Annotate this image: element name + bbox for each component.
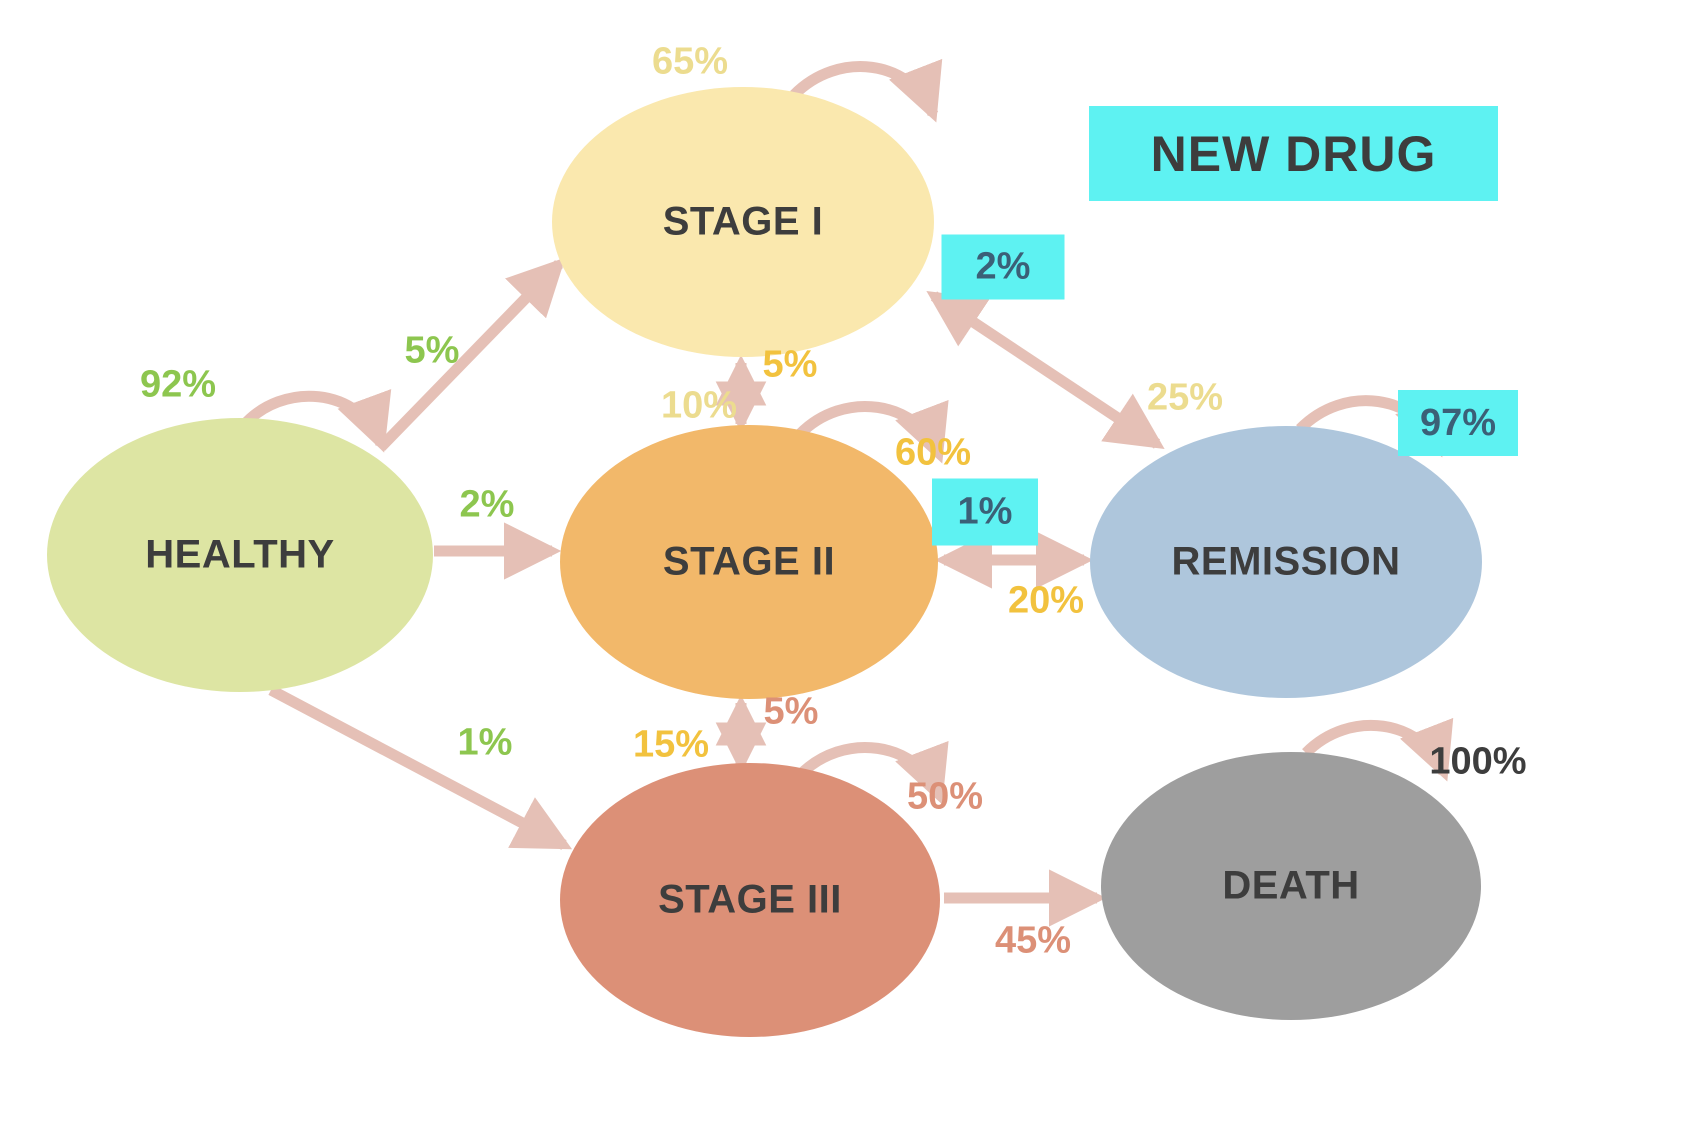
edge-healthy-self — [238, 389, 392, 453]
edge-label-healthy-stage3: 1% — [457, 721, 513, 764]
highlight-remission-stage2: 1% — [932, 478, 1038, 546]
edge-label-healthy-stage2: 2% — [459, 483, 515, 526]
edge-stage3-self — [796, 740, 949, 805]
edge-label-stage2-self: 60% — [894, 431, 972, 474]
edge-healthy-stage1 — [377, 257, 566, 451]
edge-label-stage3-self: 50% — [906, 775, 984, 818]
edge-healthy-stage3 — [268, 685, 573, 850]
edge-stage1-self — [790, 58, 943, 123]
new-drug-legend-badge: NEW DRUG — [1089, 106, 1498, 201]
node-remission[interactable] — [1090, 426, 1482, 698]
edge-label-stage2-stage1: 5% — [762, 343, 818, 386]
edge-label-stage3-death: 45% — [994, 919, 1072, 962]
node-death[interactable] — [1101, 752, 1481, 1020]
edge-label-stage2-stage3: 15% — [632, 723, 710, 766]
edge-label-stage1-stage2: 10% — [660, 384, 738, 427]
edge-label-death-self: 100% — [1429, 740, 1527, 783]
edge-label-stage3-stage2: 5% — [763, 690, 819, 733]
highlight-remission-stage1: 2% — [941, 234, 1065, 300]
edge-label-stage1-self: 65% — [651, 40, 729, 83]
edge-stage1-remission — [926, 290, 1165, 450]
edge-death-self — [1302, 717, 1454, 782]
node-stage2[interactable] — [560, 425, 938, 699]
highlight-remission-self: 97% — [1398, 390, 1518, 456]
edge-label-stage2-remission: 20% — [1007, 579, 1085, 622]
edge-label-healthy-stage1: 5% — [404, 329, 460, 372]
edge-label-healthy-self: 92% — [139, 363, 217, 406]
node-stage1[interactable] — [552, 87, 934, 357]
edge-label-stage1-remission: 25% — [1146, 376, 1224, 419]
node-healthy[interactable] — [47, 418, 433, 692]
node-stage3[interactable] — [560, 763, 940, 1037]
